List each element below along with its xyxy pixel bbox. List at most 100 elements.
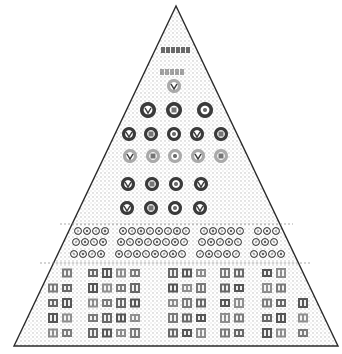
roundel-badge — [191, 149, 205, 163]
roundel-badge — [122, 127, 136, 141]
base-glyph — [168, 284, 178, 293]
base-glyph — [220, 299, 230, 307]
base-glyph — [262, 269, 272, 277]
base-glyph — [48, 284, 58, 293]
base-glyph — [298, 314, 308, 323]
base-glyph — [234, 298, 244, 308]
roundel-badge — [167, 127, 181, 141]
apex-symbol — [181, 47, 185, 53]
pyramid-outline — [14, 6, 338, 346]
base-glyph — [168, 313, 178, 323]
base-glyph — [116, 284, 126, 292]
base-glyph — [102, 299, 112, 307]
base-glyph — [262, 299, 272, 308]
roundel-badge — [194, 177, 208, 191]
base-glyph — [276, 329, 286, 338]
roundel-badge — [193, 201, 207, 215]
base-glyph — [168, 268, 178, 278]
roundel-badge — [168, 201, 182, 215]
base-glyph — [234, 329, 244, 337]
base-glyph — [102, 329, 112, 338]
base-glyph — [62, 298, 72, 308]
roundel-badge — [214, 149, 228, 163]
base-glyph — [48, 313, 58, 323]
base-glyph — [234, 269, 244, 278]
base-glyph — [116, 269, 126, 278]
apex-symbol — [186, 47, 190, 53]
base-glyph — [196, 328, 206, 338]
base-glyph — [88, 299, 98, 308]
roundel-badge — [123, 149, 137, 163]
base-glyph — [182, 269, 192, 278]
base-glyph — [102, 313, 112, 323]
roundel-badge — [121, 177, 135, 191]
base-glyph — [220, 284, 230, 293]
base-glyph — [182, 298, 192, 308]
base-glyph — [220, 329, 230, 338]
apex-symbol — [170, 69, 174, 75]
apex-symbol — [180, 69, 184, 75]
base-glyph — [102, 268, 112, 278]
base-glyph — [182, 329, 192, 337]
base-glyph — [62, 284, 72, 292]
base-glyph — [220, 313, 230, 323]
roundel-badge — [144, 201, 158, 215]
base-glyph — [234, 314, 244, 323]
base-glyph — [48, 299, 58, 307]
base-glyph — [196, 269, 206, 277]
base-glyph — [116, 314, 126, 323]
base-glyph — [276, 313, 286, 323]
roundel-badge — [120, 201, 134, 215]
base-glyph — [196, 299, 206, 308]
base-glyph — [276, 299, 286, 307]
base-glyph — [130, 314, 140, 322]
base-glyph — [276, 284, 286, 293]
roundel-badge — [168, 149, 182, 163]
base-glyph — [130, 328, 140, 338]
base-glyph — [182, 284, 192, 292]
apex-symbol — [175, 69, 179, 75]
apex-symbol — [176, 47, 180, 53]
roundel-badge — [169, 177, 183, 191]
base-glyph — [168, 329, 178, 338]
base-glyph — [298, 298, 308, 308]
base-glyph — [88, 314, 98, 322]
roundel-badge — [214, 127, 228, 141]
base-glyph — [48, 329, 58, 338]
base-glyph — [88, 328, 98, 338]
roundel-badge — [190, 127, 204, 141]
base-glyph — [262, 283, 272, 293]
base-glyph — [62, 329, 72, 337]
base-glyph — [276, 268, 286, 278]
base-glyph — [168, 299, 178, 307]
roundel-badge — [140, 102, 156, 118]
roundel-badge — [146, 149, 160, 163]
roundel-badge — [197, 102, 213, 118]
roundel-badge — [166, 102, 182, 118]
base-glyph — [130, 283, 140, 293]
base-glyph — [298, 329, 308, 337]
base-glyph — [88, 269, 98, 277]
roundel-badge — [167, 79, 181, 93]
base-glyph — [262, 314, 272, 322]
base-glyph — [130, 299, 140, 308]
base-glyph — [62, 269, 72, 278]
base-glyph — [196, 283, 206, 293]
base-glyph — [182, 314, 192, 323]
apex-symbol — [165, 69, 169, 75]
base-glyph — [196, 314, 206, 322]
roundel-badge — [145, 177, 159, 191]
base-glyph — [62, 314, 72, 323]
apex-symbol — [161, 47, 165, 53]
base-glyph — [130, 269, 140, 277]
apex-symbol — [171, 47, 175, 53]
apex-symbol — [166, 47, 170, 53]
base-glyph — [102, 284, 112, 293]
base-glyph — [116, 329, 126, 337]
base-glyph — [88, 283, 98, 293]
base-glyph — [234, 284, 244, 292]
base-glyph — [262, 328, 272, 338]
base-glyph — [116, 298, 126, 308]
base-glyph — [220, 268, 230, 278]
